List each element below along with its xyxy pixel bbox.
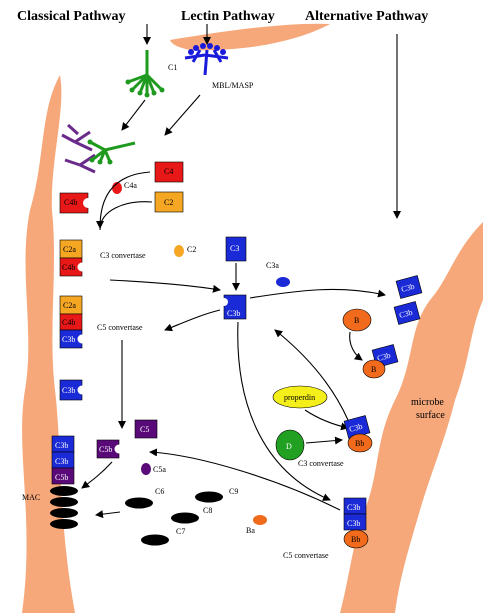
c9-icon [195,491,223,503]
c2-cleavage-arrow [99,201,153,231]
c3b-to-microbe-arrow [249,288,386,299]
c1-to-antibody-arrow [121,99,146,131]
c2-fragment-label: C2 [187,245,196,254]
properdin-label: properdin [284,393,315,402]
factor-d-icon [275,429,305,461]
svg-text:C3b: C3b [347,503,360,512]
factor-b-label: B [354,316,359,325]
svg-text:C5b: C5b [55,473,68,482]
c8-icon [171,512,199,524]
svg-text:C3b: C3b [62,335,75,344]
svg-text:C3b: C3b [62,386,75,395]
svg-text:C3b: C3b [348,422,363,434]
c9-label: C9 [229,487,238,496]
c3-convertase-to-c3-arrow [109,279,221,293]
mbl-to-c4-arrow [164,94,201,136]
c3b-host-icon: C3b [59,379,87,401]
c7-label: C7 [176,527,185,536]
c5b-icon: C5b [96,439,124,459]
c3a-label: C3a [266,261,279,270]
mac-complex-icon: C3b C3b C5b [50,435,78,529]
svg-text:C4b: C4b [64,198,77,207]
svg-text:B: B [371,365,376,374]
microbe-label-line2: surface [416,410,445,421]
header-alternative: Alternative Pathway [305,9,428,24]
c4a-label: C4a [124,181,137,190]
c3-box [225,236,247,262]
ba-label: Ba [246,526,255,535]
svg-text:C2a: C2a [63,245,76,254]
c3b-to-c5-convertase-arrow [164,309,221,332]
factor-b-binding-arrow [349,331,363,361]
header-lectin: Lectin Pathway [181,9,275,24]
c3b-central-icon: C3b [220,294,247,320]
microbe-label-line1: microbe [411,397,444,408]
alt-c3-convertase-feedback-arrow [274,329,349,421]
c4-box [154,161,184,183]
c3-convertase-icon: C2a C4b [59,239,87,277]
mbl-masp-icon [184,43,229,76]
alt-c5-convertase-icon: C3b C3b Bb [343,497,369,549]
c2-fragment-icon [174,245,184,257]
factor-d-label: D [286,442,292,451]
c2-label: C2 [164,198,173,207]
alt-c3-convertase-label: C3 convertase [298,459,344,468]
svg-text:C2a: C2a [63,301,76,310]
svg-text:C3b: C3b [376,351,391,363]
svg-text:Bb: Bb [355,439,364,448]
header-classical: Classical Pathway [17,9,126,24]
c6-label: C6 [155,487,164,496]
properdin-arrow [304,409,349,431]
c5b-to-mac-arrow [81,461,113,489]
antibody-icon [61,123,96,174]
c3b-microbe-icon-1: C3b [395,275,423,299]
svg-text:C4b: C4b [62,263,75,272]
c3b-microbe-icon-2: C3b [393,301,421,325]
c2-box [154,191,184,213]
c5-convertase-label: C5 convertase [97,323,143,332]
factor-d-arrow [305,436,343,445]
alt-c5-convertase-label: C5 convertase [283,551,329,560]
c3b-to-alt-c5-arrow [237,321,331,501]
c8-label: C8 [203,506,212,515]
c3a-fragment-icon [276,277,290,287]
ba-fragment-icon [253,515,267,525]
host-cell-membrane [22,75,75,613]
bound-c1-icon [87,139,136,165]
c7-icon [141,534,169,546]
svg-text:C5b: C5b [99,445,112,454]
svg-text:C3b: C3b [55,457,68,466]
c1-label: C1 [168,63,177,72]
factor-b-icon [342,308,372,332]
mbl-masp-label: MBL/MASP [212,81,254,90]
c4b-bound-icon: C4b [59,192,93,214]
c5a-fragment-icon [141,463,151,475]
svg-text:C3b: C3b [227,309,240,318]
terminal-to-mac-arrow [95,510,121,519]
c5-box [134,419,158,439]
c3-label: C3 [230,244,239,253]
svg-text:C3b: C3b [398,308,413,320]
properdin-icon [272,385,328,409]
alt-c3-convertase-icon: C3b Bb [343,415,373,453]
c5a-label: C5a [153,465,166,474]
svg-text:C3b: C3b [347,519,360,528]
c5-label: C5 [140,425,149,434]
svg-text:C3b: C3b [400,282,415,294]
mac-label: MAC [22,493,40,502]
c4-label: C4 [164,167,173,176]
c1-complex-icon [125,50,165,98]
c3-convertase-label: C3 convertase [100,251,146,260]
alt-c5-to-c5-arrow [149,448,341,511]
c6-icon [125,497,153,509]
c3b-b-complex-icon: C3b B [362,344,399,379]
svg-text:C3b: C3b [55,441,68,450]
svg-text:Bb: Bb [351,535,360,544]
microbe-membrane [340,222,483,613]
c5-convertase-classical-icon: C2a C4b C3b [59,295,87,349]
c4-cleavage-arrow [96,171,151,229]
svg-text:C4b: C4b [62,318,75,327]
